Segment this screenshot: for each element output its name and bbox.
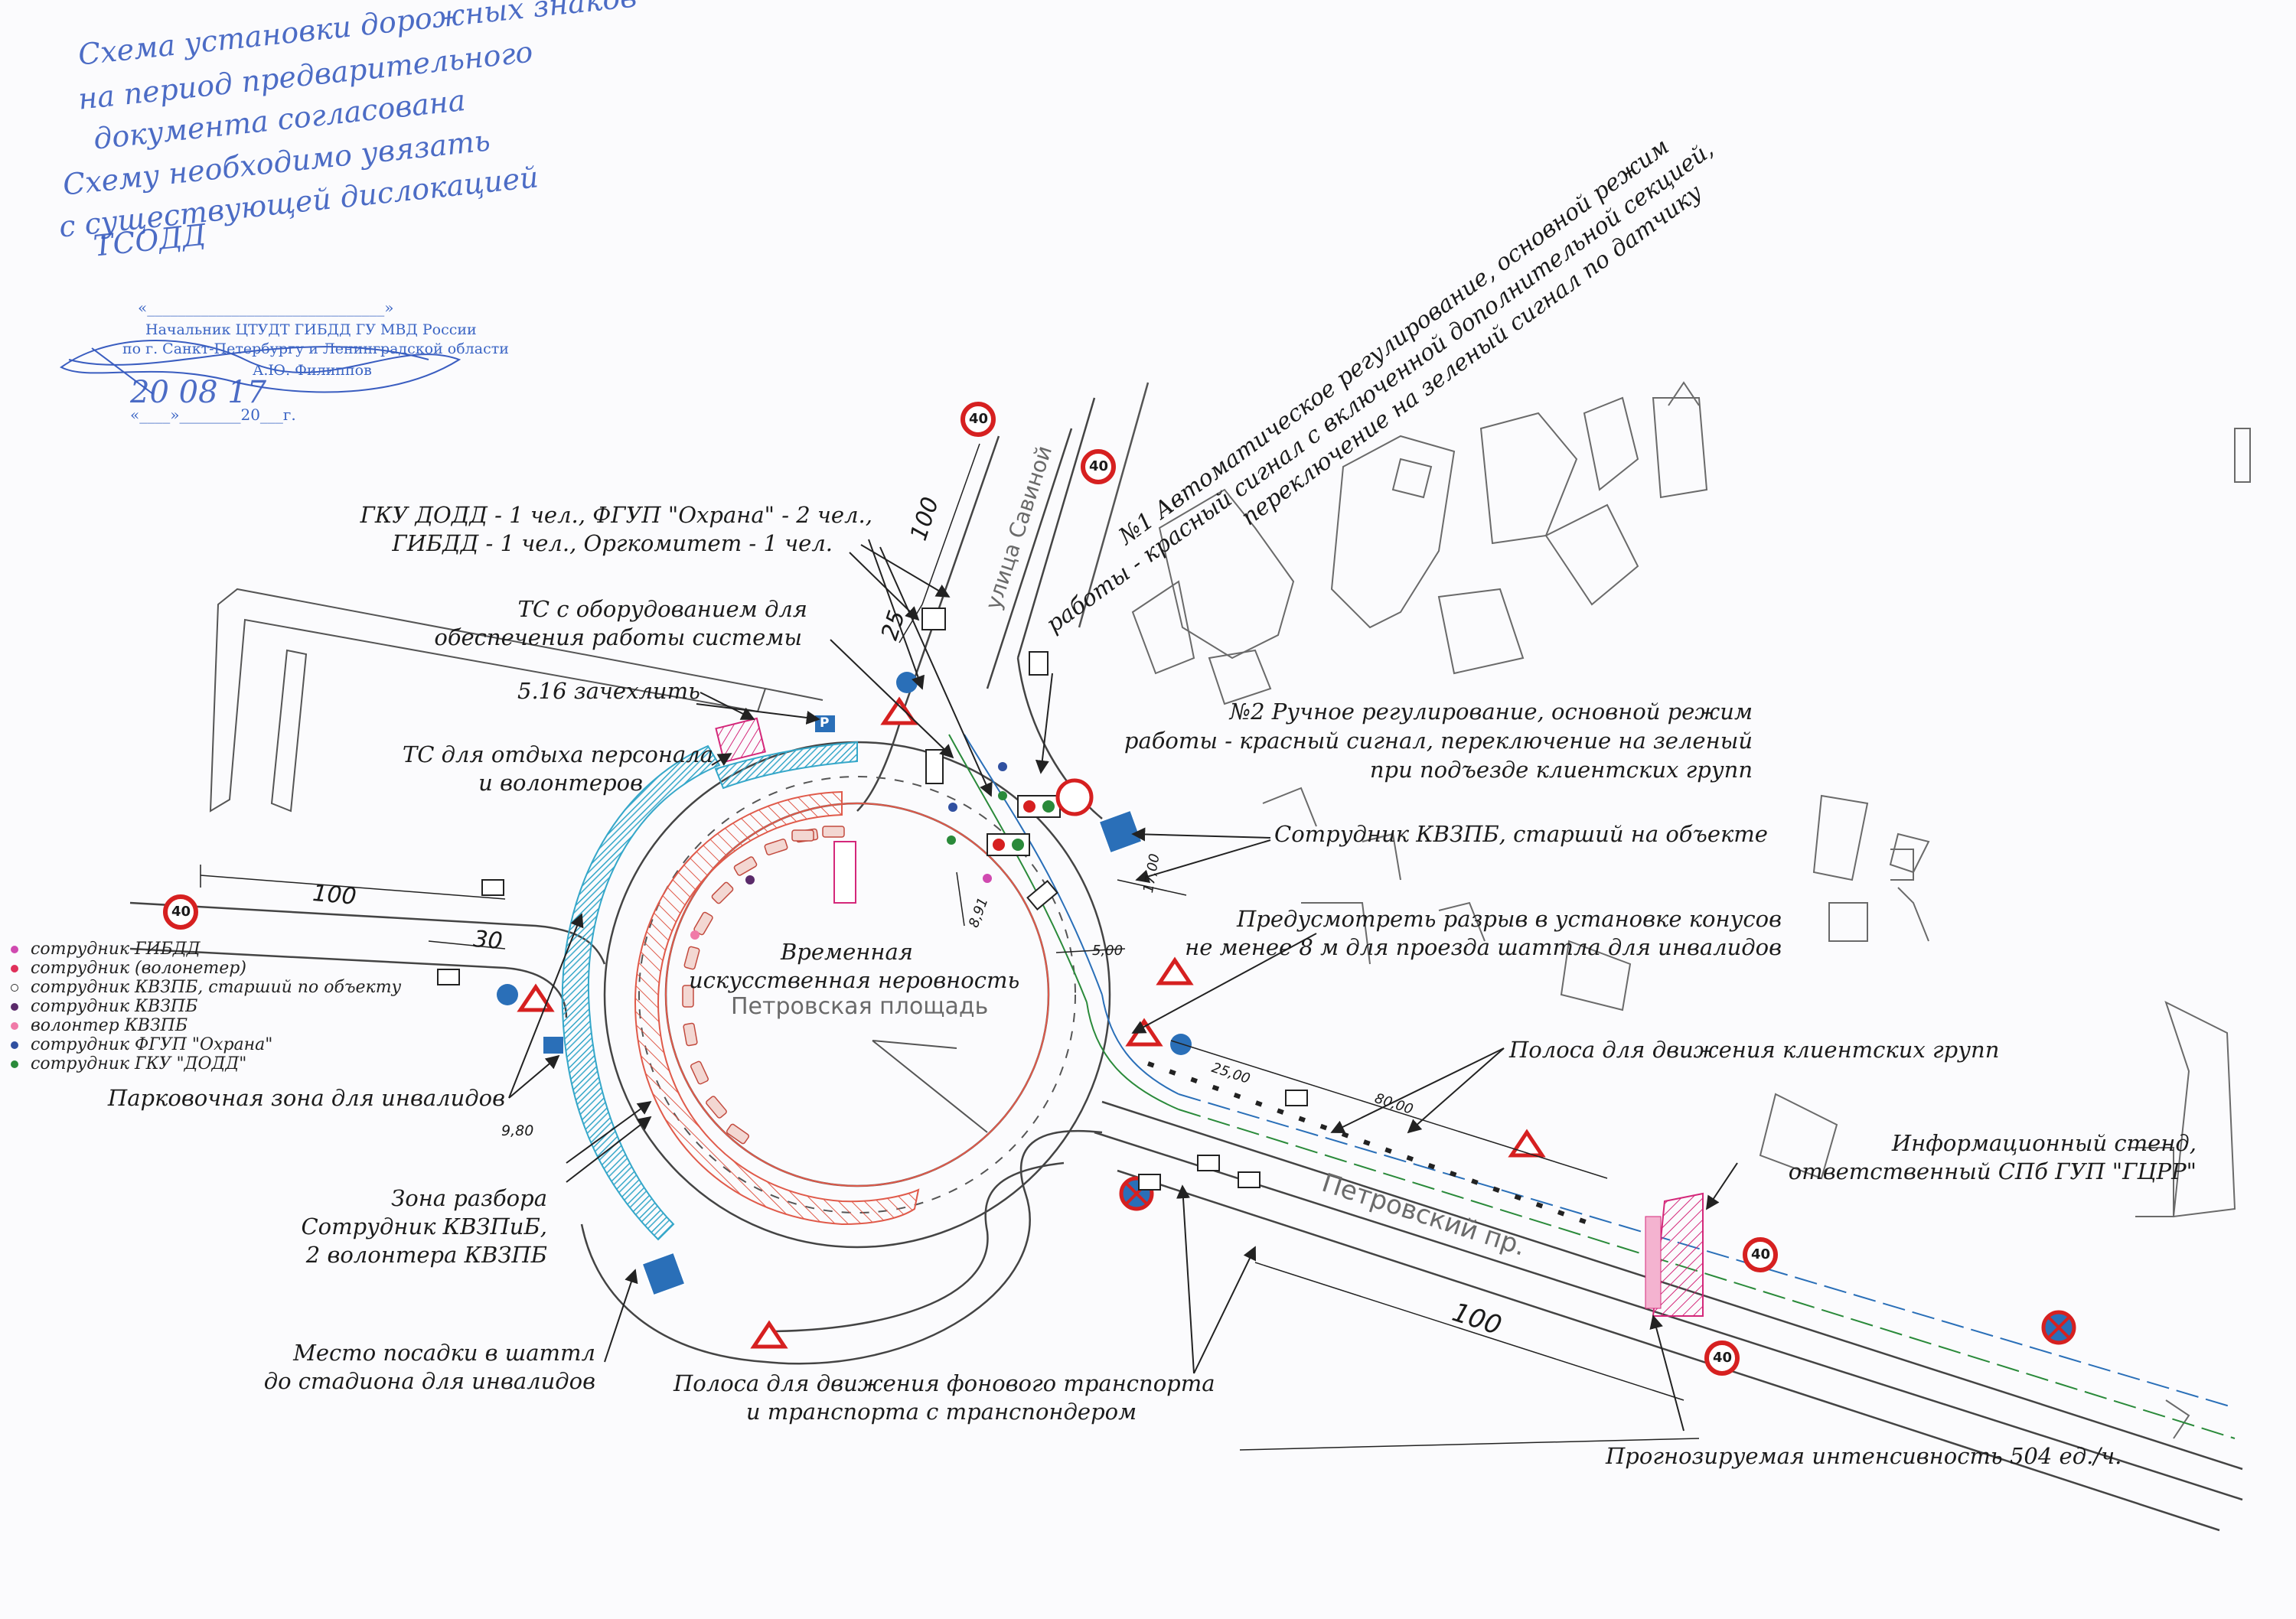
info-stand-label: ответственный СПб ГУП "ГЦРР" xyxy=(1788,1158,2197,1184)
approval-stamp-line: «____»________20___г. xyxy=(130,406,296,424)
small-road-sign xyxy=(437,608,1308,1191)
sorting-zone-label: 2 волонтера КВЗПБ xyxy=(305,1242,547,1268)
sorting-zone-label: Сотрудник КВЗПиБ, xyxy=(301,1213,547,1239)
info-stand xyxy=(1645,1192,1704,1317)
parked-cars xyxy=(682,826,845,1145)
dimension-lines xyxy=(200,443,1700,1451)
client-lane-label: Полоса для движения клиентских групп xyxy=(1509,1037,2000,1063)
equipment-vehicle-label: обеспечения работы системы xyxy=(434,624,802,650)
legend-item: сотрудник ГКУ "ДОДД" xyxy=(11,1054,401,1073)
legend-dot xyxy=(11,1021,18,1030)
legend-label: сотрудник ГКУ "ДОДД" xyxy=(31,1054,247,1073)
legend-label: сотрудник ГИБДД xyxy=(31,940,201,959)
center-island xyxy=(872,1040,988,1133)
legend-dot xyxy=(11,983,18,992)
disabled-parking-zone-top xyxy=(714,741,858,790)
barrier-sign-box xyxy=(833,841,856,904)
speed-limit-text: 40 xyxy=(1713,1350,1733,1366)
sorting-zone-cyan xyxy=(561,744,721,1241)
legend-item: сотрудник ГИБДД xyxy=(11,940,401,959)
dimension-9-80: 9,80 xyxy=(501,1122,534,1139)
disabled-parking-label: Парковочная зона для инвалидов xyxy=(107,1085,505,1111)
dimension-5-00: 5,00 xyxy=(1092,943,1124,959)
legend: сотрудник ГИБДД сотрудник (волонетер) со… xyxy=(11,940,401,1073)
rest-vehicle-label: и волонтеров xyxy=(478,770,643,796)
buildings-upper-right xyxy=(1131,381,2251,1439)
legend-label: волонтер КВЗПБ xyxy=(31,1016,188,1035)
staff-count-label: ГИБДД - 1 чел., Оргкомитет - 1 чел. xyxy=(392,530,833,556)
rest-vehicle-box xyxy=(715,717,766,764)
sign-cover-label: 5.16 зачехлить xyxy=(517,678,700,704)
manual-regulation-label: при подъезде клиентских групп xyxy=(1369,757,1753,783)
approval-stamp-line: А.Ю. Филиппов xyxy=(253,362,372,379)
cone-line xyxy=(1146,1061,1593,1226)
shuttle-stop-label: до стадиона для инвалидов xyxy=(263,1368,595,1394)
legend-dot xyxy=(11,945,18,953)
legend-label: сотрудник (волонетер) xyxy=(31,959,246,978)
dimension-30: 30 xyxy=(471,926,504,956)
approval-stamp-line: по г. Санкт-Петербургу и Ленинградской о… xyxy=(122,340,509,357)
leader-lines xyxy=(508,539,1738,1432)
speed-limit-text: 40 xyxy=(1089,458,1109,474)
staff-count-label: ГКУ ДОДД - 1 чел., ФГУП "Охрана" - 2 чел… xyxy=(360,502,872,528)
cone-gap-label: Предусмотреть разрыв в установке конусов xyxy=(1236,906,1782,932)
equipment-vehicle-label: ТС с оборудованием для xyxy=(517,596,807,622)
blue-info-sign xyxy=(497,672,1192,1297)
signature-scribble xyxy=(60,340,461,393)
red-lane-ring xyxy=(665,803,1049,1187)
intensity-label: Прогнозируемая интенсивность 504 ед./ч. xyxy=(1606,1443,2122,1469)
legend-item: сотрудник (волонетер) xyxy=(11,959,401,978)
legend-dot xyxy=(11,1041,18,1049)
senior-officer-label: Сотрудник КВЗПБ, старший на объекте xyxy=(1274,821,1768,847)
shuttle-stop-label: Место посадки в шаттл xyxy=(293,1340,595,1366)
approval-stamp-line: Начальник ЦТУДТ ГИБДД ГУ МВД России xyxy=(145,321,477,338)
manual-regulation-label: работы - красный сигнал, переключение на… xyxy=(1124,728,1753,754)
info-stand-label: Информационный стенд, xyxy=(1891,1130,2197,1156)
no-stopping-sign xyxy=(1119,1176,2076,1345)
personnel-dot xyxy=(690,762,1007,940)
lane-lines xyxy=(948,734,2236,1439)
approval-stamp-line: «_______________________________» xyxy=(138,298,394,317)
legend-item: сотрудник КВЗПБ, старший по объекту xyxy=(11,978,401,997)
background-lane-label: и транспорта с транспондером xyxy=(745,1399,1137,1425)
speed-limit-text: 40 xyxy=(969,411,989,427)
sorting-zone-label: Зона разбора xyxy=(391,1185,547,1211)
legend-dot xyxy=(11,964,18,972)
background-lane-label: Полоса для движения фонового транспорта xyxy=(673,1370,1215,1396)
speed-bump-zone-red xyxy=(634,790,920,1226)
handwritten-date: 20 08 17 xyxy=(130,375,267,410)
legend-label: сотрудник КВЗПБ xyxy=(31,997,198,1016)
traffic-light xyxy=(987,778,1094,856)
legend-item: волонтер КВЗПБ xyxy=(11,1016,401,1035)
square-name-label: Петровская площадь xyxy=(731,993,989,1020)
speed-limit-text: 40 xyxy=(1751,1246,1771,1262)
legend-item: сотрудник КВЗПБ xyxy=(11,997,401,1016)
building-outline-left xyxy=(209,588,823,813)
cone-gap-label: не менее 8 м для проезда шаттла для инва… xyxy=(1185,934,1782,960)
legend-label: сотрудник ФГУП "Охрана" xyxy=(31,1035,273,1054)
parking-sign-text: P xyxy=(820,715,830,731)
legend-dot xyxy=(11,1060,18,1068)
manual-regulation-label: №2 Ручное регулирование, основной режим xyxy=(1229,699,1753,725)
speed-limit-text: 40 xyxy=(171,904,191,920)
speed-limit-sign xyxy=(163,402,1778,1376)
speed-bump-label: Временная xyxy=(781,939,913,965)
legend-item: сотрудник ФГУП "Охрана" xyxy=(11,1035,401,1054)
speed-bump-label: искусственная неровность xyxy=(689,967,1020,993)
rest-vehicle-label: ТС для отдыха персонала xyxy=(402,741,713,767)
legend-dot xyxy=(11,1002,18,1011)
dimension-100-left: 100 xyxy=(311,880,358,910)
legend-label: сотрудник КВЗПБ, старший по объекту xyxy=(31,978,402,997)
warning-triangle-sign xyxy=(517,696,1546,1349)
